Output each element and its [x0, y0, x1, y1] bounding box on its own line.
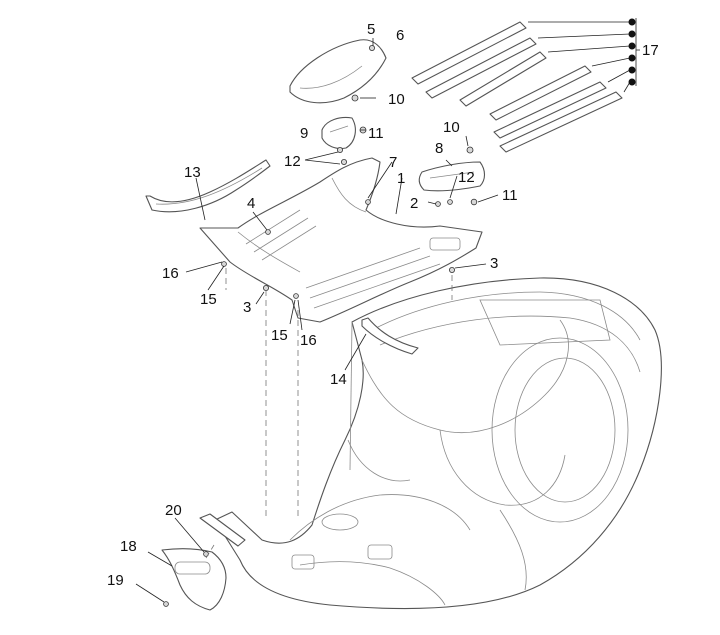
callout-14: 14 [330, 371, 347, 388]
callout-9: 9 [300, 125, 308, 142]
callout-19: 19 [107, 572, 124, 589]
callout-3-right: 3 [490, 255, 498, 272]
callout-11-right: 11 [502, 187, 518, 204]
callout-3-left: 3 [243, 299, 251, 316]
callout-11-upper: 11 [368, 125, 384, 142]
callout-17: 17 [642, 42, 659, 59]
callout-10-upper: 10 [388, 91, 405, 108]
callout-labels: 5 6 10 9 11 10 8 12 7 13 1 12 11 2 4 3 1… [107, 21, 659, 589]
body-shell [214, 277, 662, 610]
rubber-strips-part-17 [411, 21, 623, 153]
callout-15-left: 15 [200, 291, 217, 308]
floor-pan [199, 157, 483, 323]
side-strip-part-20 [199, 513, 246, 547]
callout-18: 18 [120, 538, 137, 555]
callout-7: 7 [389, 154, 397, 171]
callout-1: 1 [397, 170, 405, 187]
callout-10-right: 10 [443, 119, 460, 136]
callout-5: 5 [367, 21, 375, 38]
callout-6: 6 [396, 27, 404, 44]
callout-15-center: 15 [271, 327, 288, 344]
lower-cover-part-18 [161, 548, 227, 611]
bracket-part-9 [321, 116, 356, 150]
callout-13: 13 [184, 164, 201, 181]
callout-8: 8 [435, 140, 443, 157]
callout-12-left: 12 [284, 153, 301, 170]
callout-dots-17 [628, 18, 636, 86]
cap-part-8 [418, 161, 486, 192]
callout-2: 2 [410, 195, 418, 212]
rear-floor-strip [361, 317, 419, 355]
top-cover-part-5 [289, 39, 387, 104]
assembly-lines [205, 268, 453, 559]
left-floor-strip [145, 159, 271, 213]
callout-12-right: 12 [458, 169, 475, 186]
callout-16-left: 16 [162, 265, 179, 282]
callout-4: 4 [247, 195, 255, 212]
callout-16-center: 16 [300, 332, 317, 349]
callout-20: 20 [165, 502, 182, 519]
